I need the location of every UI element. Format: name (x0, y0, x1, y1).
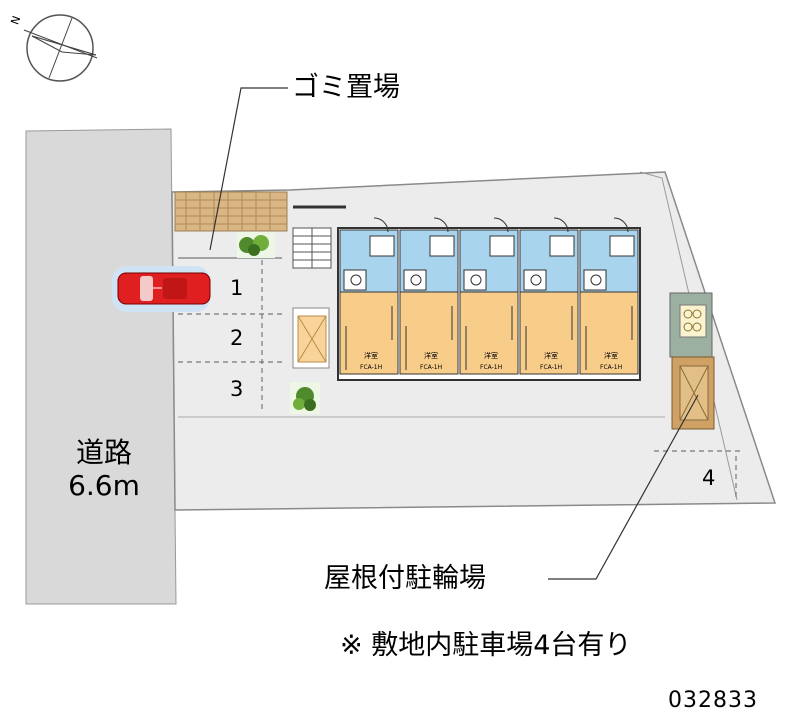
road-width: 6.6m (68, 469, 140, 502)
parking-slot-4: 4 (702, 466, 716, 490)
parking-slot-2: 2 (230, 326, 244, 350)
north-label: N (8, 14, 23, 26)
road-name: 道路 (75, 436, 132, 469)
covered-bike-parking (669, 292, 715, 430)
bike-parking-label: 屋根付駐輪場 (324, 563, 486, 594)
parking-note: ※ 敷地内駐車場4台有り (340, 630, 632, 661)
unit-room-label: 洋室 (544, 352, 558, 360)
unit-code-label: FCA-1H (480, 364, 503, 371)
garbage-leader-line (209, 87, 288, 251)
apartment-unit (399, 217, 459, 375)
garbage-area-label: ゴミ置場 (292, 72, 400, 103)
planter-bottom (290, 382, 320, 414)
apartment-unit (339, 217, 399, 375)
apartment-unit (579, 217, 639, 375)
unit-code-label: FCA-1H (420, 364, 443, 371)
parking-slot-1: 1 (230, 276, 244, 300)
unit-room-label: 洋室 (484, 352, 498, 360)
parking-slot-3: 3 (230, 377, 244, 401)
unit-code-label: FCA-1H (600, 364, 623, 371)
unit-room-label: 洋室 (424, 352, 438, 360)
property-code: 032833 (668, 688, 758, 713)
road (25, 128, 177, 605)
unit-code-label: FCA-1H (360, 364, 383, 371)
road-label: 道路 6.6m (44, 436, 164, 502)
stairs (292, 227, 332, 269)
unit-code-label: FCA-1H (540, 364, 563, 371)
apartment-unit (459, 217, 519, 375)
unit-room-label: 洋室 (604, 352, 618, 360)
building (337, 217, 641, 381)
planter-top (237, 232, 275, 258)
compass-icon: N (8, 14, 98, 82)
bike-leader-line (548, 394, 699, 580)
garbage-area (174, 191, 288, 232)
car-icon (112, 266, 211, 312)
unit-room-label: 洋室 (364, 352, 378, 360)
planter-box (292, 307, 330, 369)
apartment-unit (519, 217, 579, 375)
